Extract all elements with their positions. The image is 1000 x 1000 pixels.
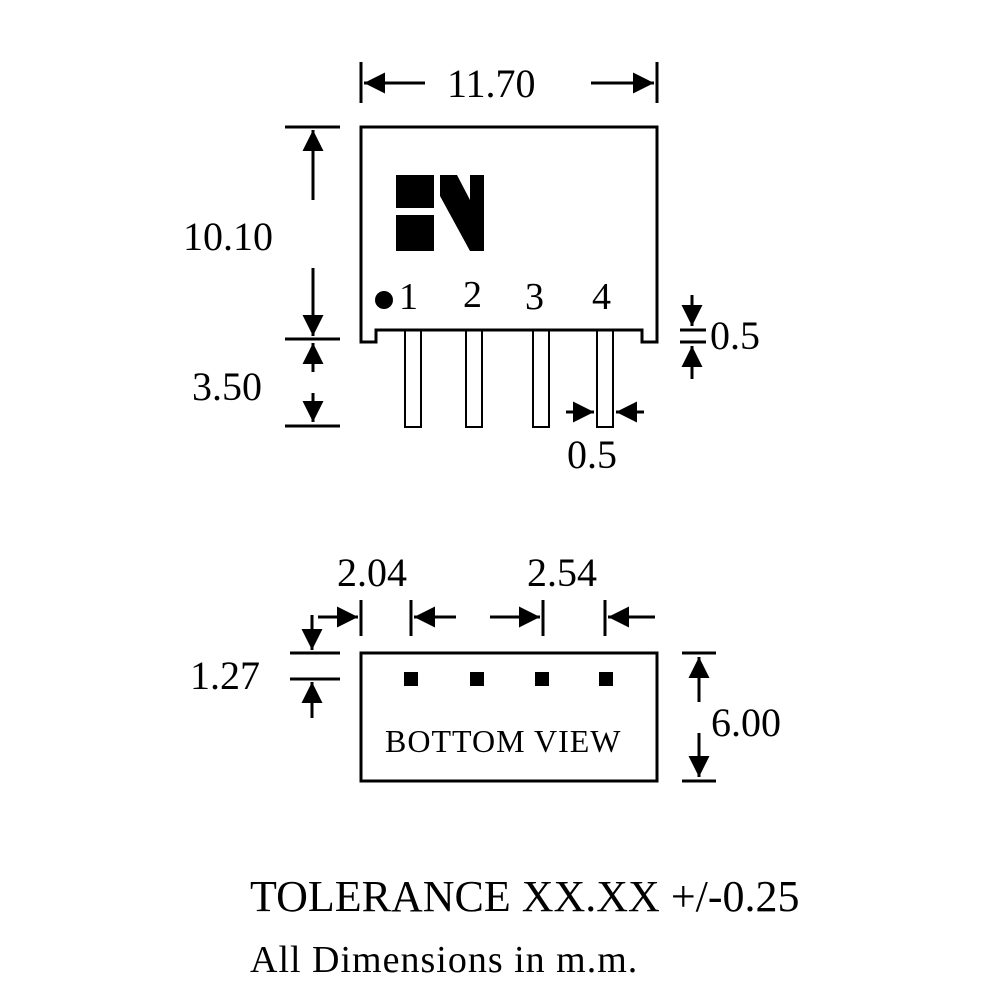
width-dimension: 11.70 [359,61,659,106]
pin-label-1: 1 [399,276,418,318]
depth-label: 6.00 [711,700,781,745]
bottom-view-label: BOTTOM VIEW [385,723,621,759]
pin-3 [532,329,550,428]
pin-width-label: 0.5 [567,432,617,477]
depth-dimension: 6.00 [682,651,781,783]
height-label: 10.10 [183,214,273,259]
units-note: All Dimensions in m.m. [250,939,638,981]
package-body [359,125,659,344]
pitch-dimension: 2.54 [490,550,655,636]
pin-length-label: 3.50 [192,364,262,409]
edge-to-pin-dimension: 2.04 [318,550,456,636]
pad-4 [599,672,613,686]
pin-1-marker-icon [375,291,393,309]
bottom-view: BOTTOM VIEW 2.04 2.54 1.27 [190,550,781,783]
tolerance-note: TOLERANCE XX.XX +/-0.25 [250,872,800,921]
width-label: 11.70 [447,61,536,106]
pin-4 [596,329,614,428]
pin-row-offset-dimension: 1.27 [190,615,340,718]
height-dimension: 10.10 [183,125,340,336]
pin-row-offset-label: 1.27 [190,653,260,698]
pin-length-dimension: 3.50 [192,337,340,428]
pitch-label: 2.54 [527,550,597,595]
pin-width-dimension: 0.5 [566,401,644,477]
front-view: 1 2 3 4 11.70 10.10 3.50 [183,61,760,477]
manufacturer-logo [396,175,484,251]
bottom-outline [359,651,659,783]
pad-3 [535,672,549,686]
pin-pads [404,672,613,686]
pin-label-2: 2 [463,274,482,316]
pad-1 [404,672,418,686]
pin-label-4: 4 [592,276,611,318]
pad-2 [470,672,484,686]
pin-2 [465,329,483,428]
pin-label-3: 3 [525,276,544,318]
edge-to-pin-label: 2.04 [337,550,407,595]
pin-1 [404,329,422,428]
standoff-dimension: 0.5 [680,295,760,379]
standoff-label: 0.5 [710,313,760,358]
